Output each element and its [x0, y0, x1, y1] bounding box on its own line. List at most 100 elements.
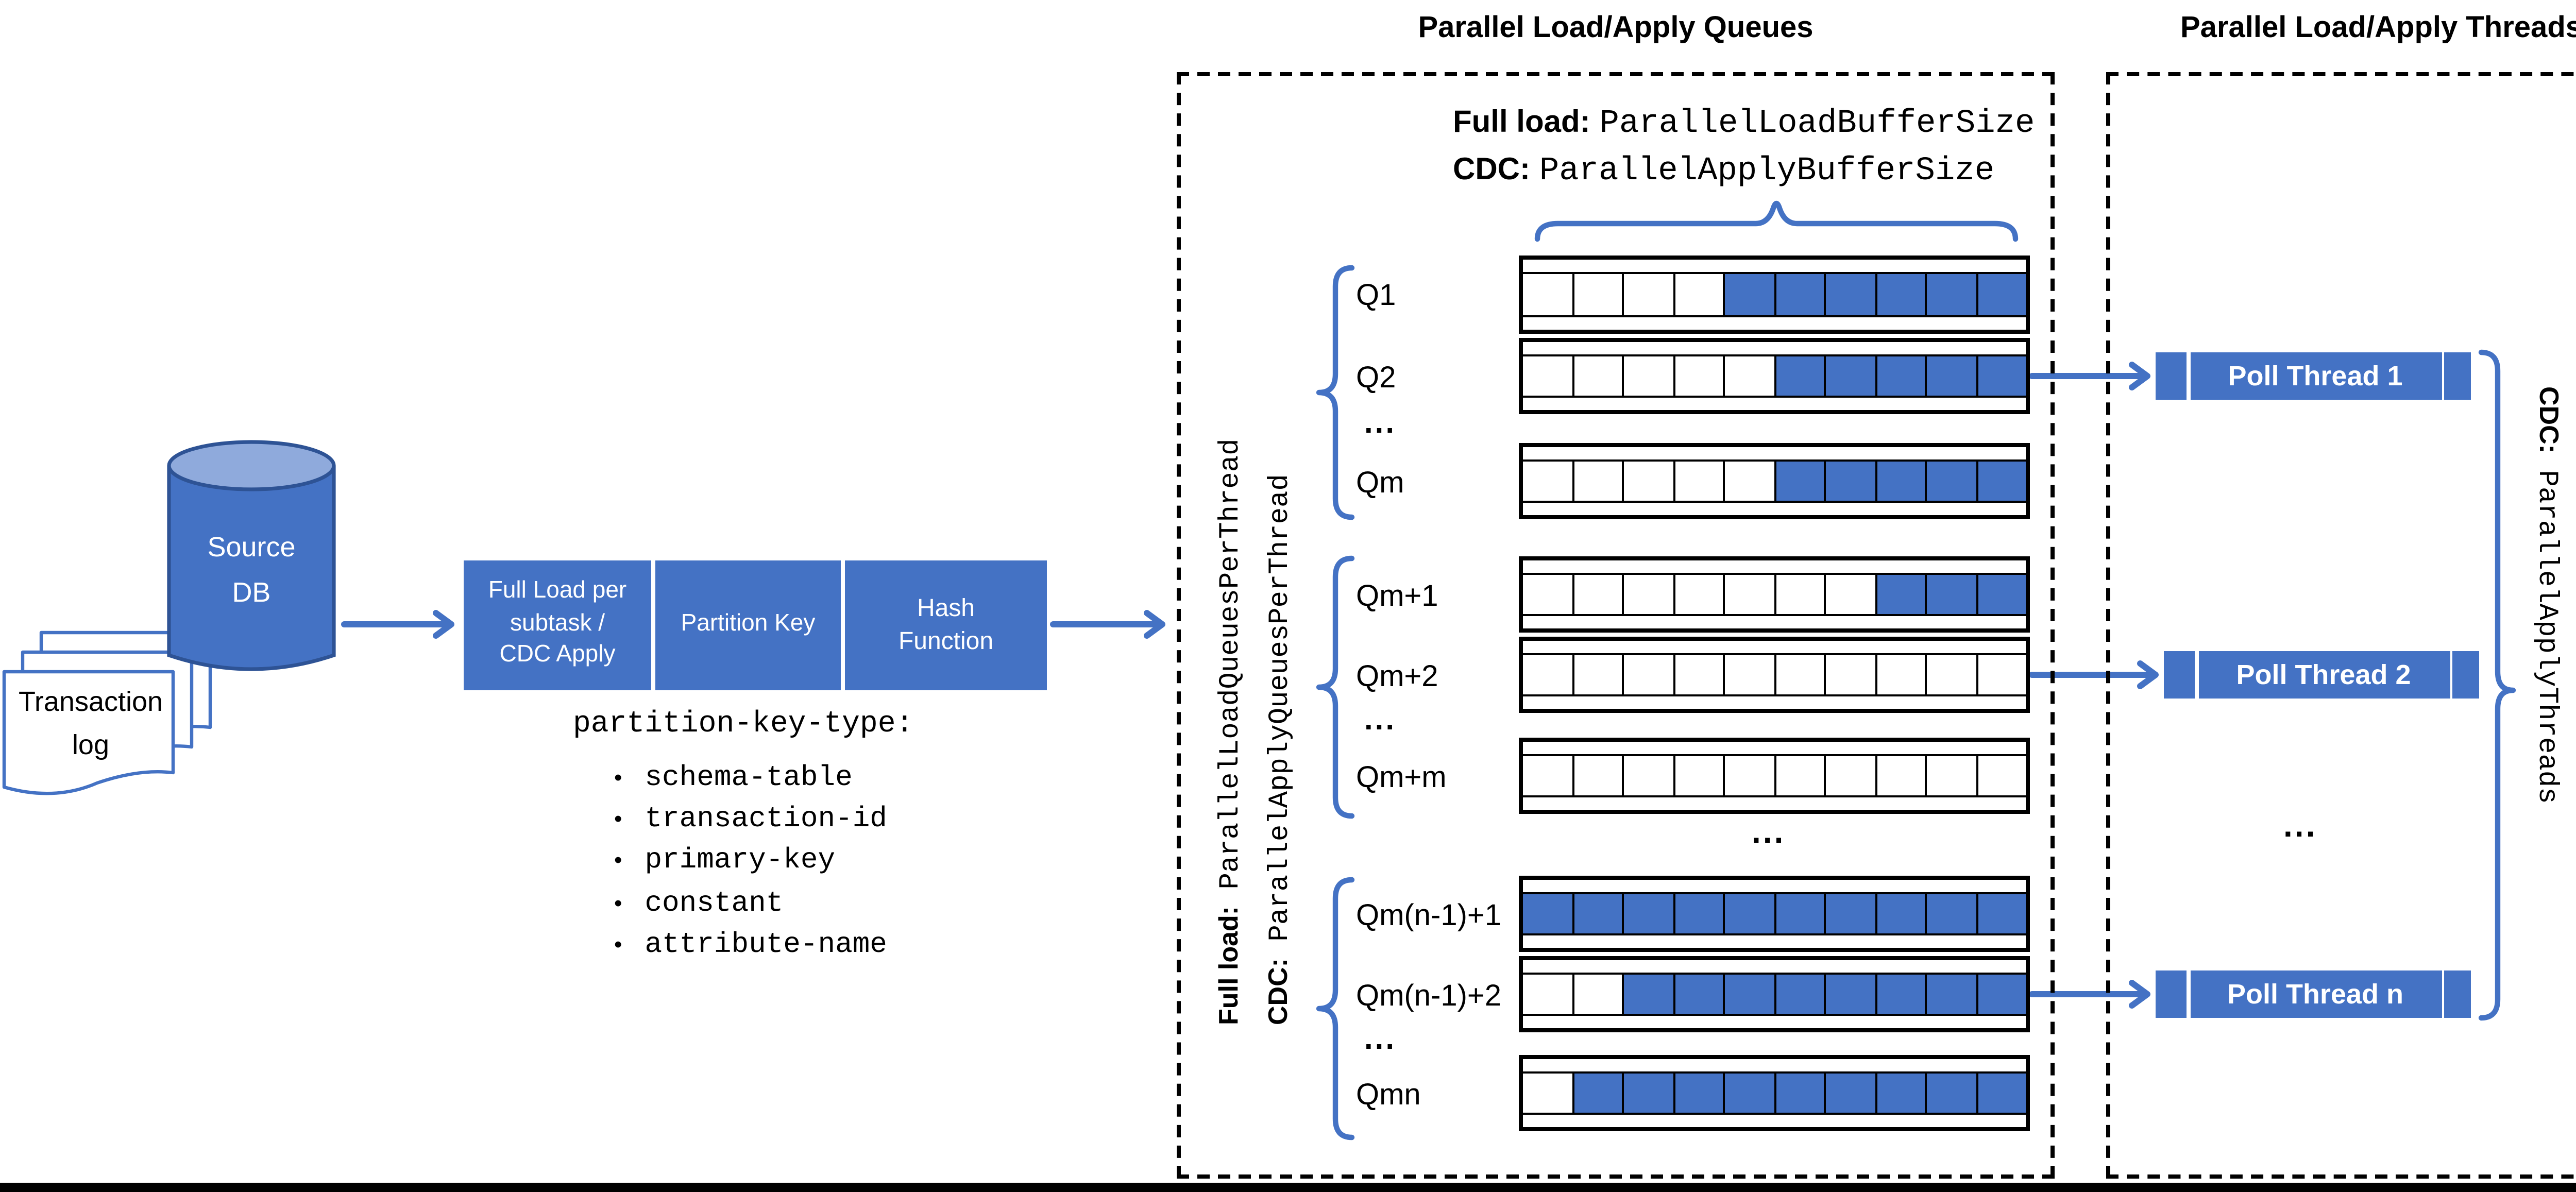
queue-cell [1672, 461, 1723, 501]
queue-cell [1925, 893, 1975, 933]
queue-cell [1975, 355, 2026, 396]
pipeline-section-line: Partition Key [681, 611, 816, 636]
queue-row [1519, 636, 2030, 713]
queue-label: Qm+2 [1356, 660, 1438, 693]
queue-cell [1925, 461, 1975, 501]
partition-key-type-item-text: constant [645, 887, 784, 921]
queue-row [1519, 1054, 2030, 1131]
source-db-label-line1: Source [207, 532, 296, 563]
buffer-note-full-value: ParallelLoadBufferSize [1599, 105, 2035, 142]
queue-cell [1723, 574, 1773, 614]
queue-row [1519, 555, 2030, 633]
queue-cell [1874, 974, 1925, 1014]
queue-cell [1874, 1072, 1925, 1113]
queue-cell [1672, 654, 1723, 694]
queue-cell [1672, 1072, 1723, 1113]
bullet-icon: • [614, 767, 622, 791]
partition-key-type-item-text: attribute-name [645, 929, 887, 962]
pipeline-section-partition-key: Partition Key [651, 560, 841, 690]
poll-thread-right-segment [2444, 352, 2471, 400]
queue-cell [1523, 461, 1571, 501]
queue-cell [1622, 574, 1672, 614]
queue-cell [1523, 654, 1571, 694]
poll-thread-left-segment [2156, 352, 2187, 400]
queue-row-top-strip [1523, 341, 2026, 353]
queue-cell [1773, 755, 1824, 795]
threads-note-cdc-value: ParallelApplyThreads [2531, 469, 2562, 803]
source-db-label-line2: DB [232, 577, 271, 608]
queue-cell [1824, 654, 1874, 694]
partition-key-type-item-text: schema-table [645, 762, 853, 795]
queue-label: Qmn [1356, 1079, 1421, 1112]
partition-key-type-heading: partition-key-type: [573, 709, 914, 742]
pipeline-section-line: Function [898, 625, 994, 654]
queues-panel-border [1177, 72, 2055, 1179]
queue-cell [1773, 461, 1824, 501]
queue-row [1519, 737, 2030, 814]
queue-cell [1672, 355, 1723, 396]
poll-thread-right-segment [2444, 970, 2471, 1018]
queue-cell [1622, 755, 1672, 795]
queue-cell [1925, 574, 1975, 614]
queue-row [1519, 442, 2030, 519]
queue-cell [1975, 1072, 2026, 1113]
queue-cells [1523, 753, 2026, 797]
threads-ellipsis: ... [2283, 810, 2317, 845]
queues-note-full-label: Full load: [1213, 905, 1244, 1024]
queue-label: Qm [1356, 467, 1404, 500]
queue-cell [1925, 355, 1975, 396]
queue-cell [1622, 461, 1672, 501]
queue-row-bottom-strip [1523, 616, 2026, 628]
queue-cell [1925, 274, 1975, 314]
queue-cell [1773, 574, 1824, 614]
queue-cell [1773, 893, 1824, 933]
queue-cells [1523, 1070, 2026, 1115]
partition-key-type-item: •transaction-id [614, 800, 887, 842]
bullet-icon: • [614, 849, 622, 875]
queue-row-bottom-strip [1523, 316, 2026, 329]
transaction-log-label-line2: log [72, 729, 109, 760]
queue-cell [1672, 274, 1723, 314]
queue-cells [1523, 458, 2026, 503]
queue-cell [1622, 893, 1672, 933]
queue-cell [1523, 355, 1571, 396]
queue-cell [1925, 654, 1975, 694]
queue-cell [1874, 355, 1925, 396]
queue-row [1519, 337, 2030, 414]
queue-cell [1824, 893, 1874, 933]
buffer-note-full-label: Full load: [1453, 105, 1590, 140]
queue-cell [1723, 755, 1773, 795]
poll-thread-label: Poll Thread 2 [2198, 651, 2449, 699]
queue-cell [1925, 755, 1975, 795]
queue-cell [1824, 755, 1874, 795]
queue-cell [1975, 893, 2026, 933]
queue-cell [1975, 755, 2026, 795]
queue-cell [1824, 574, 1874, 614]
queue-label: Qm+1 [1356, 580, 1438, 613]
transaction-log-icon [2, 631, 212, 795]
pipeline-section-line: Full Load per [488, 580, 627, 604]
threads-panel-title: Parallel Load/Apply Threads [2180, 12, 2576, 45]
bullet-icon: • [614, 933, 622, 958]
queue-cell [1571, 654, 1622, 694]
partition-key-type-item-text: primary-key [645, 845, 836, 879]
queue-cell [1874, 755, 1925, 795]
queue-cell [1874, 893, 1925, 933]
queue-cell [1723, 355, 1773, 396]
queue-cell [1571, 974, 1622, 1014]
queue-row-bottom-strip [1523, 935, 2026, 948]
queue-row-top-strip [1523, 959, 2026, 972]
queues-note-cdc-value: ParallelApplyQueuesPerThread [1265, 473, 1296, 941]
queues-note-cdc-label: CDC: [1261, 957, 1292, 1024]
queue-cell [1723, 893, 1773, 933]
queue-cell [1874, 274, 1925, 314]
queue-cell [1824, 274, 1874, 314]
queue-cell [1975, 274, 2026, 314]
queue-cell [1523, 974, 1571, 1014]
queue-cell [1773, 654, 1824, 694]
queues-panel-title: Parallel Load/Apply Queues [1418, 12, 1814, 45]
queue-cell [1523, 893, 1571, 933]
bullet-icon: • [614, 891, 622, 916]
